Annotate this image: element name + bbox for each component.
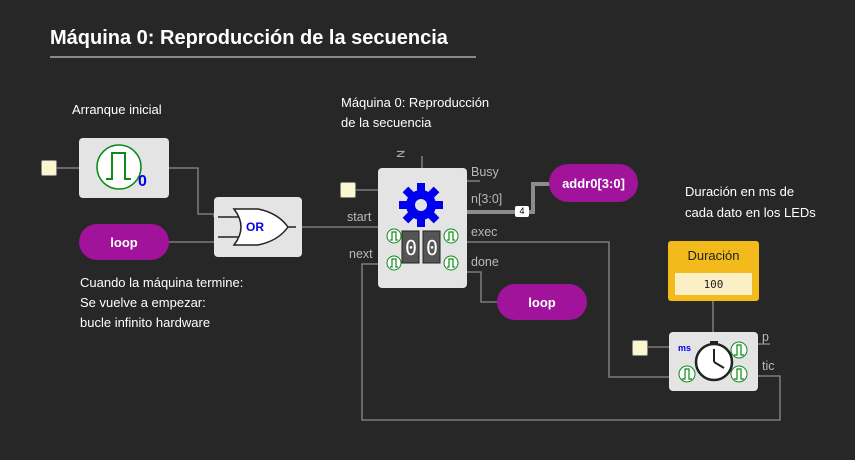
wire-exec-timer [467, 241, 670, 378]
machine-block[interactable]: 0 0 [378, 168, 467, 288]
pin-label-done: done [471, 255, 499, 269]
pin-label-n-top: N [394, 150, 406, 158]
pin-label-next: next [349, 247, 373, 261]
note-duracion-line1: Duración en ms de [685, 184, 795, 199]
wire-bus-addr [467, 182, 551, 214]
pin-label-n-bus: n[3:0] [471, 192, 503, 206]
wire-tic-next [361, 263, 781, 421]
input-pin-ms[interactable] [632, 340, 648, 356]
counter-digit-2: 0 [426, 236, 439, 260]
input-pin-init[interactable] [41, 160, 57, 176]
pin-label-busy: Busy [471, 165, 499, 179]
pin-label-p: p [762, 330, 769, 344]
note-loop-line2: Se vuelve a empezar: [80, 295, 206, 310]
timer-ms-label: ms [678, 343, 692, 353]
machine-icons [386, 183, 459, 271]
note-duracion-line2: cada dato en los LEDs [685, 205, 816, 220]
pin-label-tic: tic [762, 359, 775, 373]
wire-done-loop [467, 271, 500, 303]
title-divider [50, 56, 476, 58]
clock-icon [694, 341, 734, 382]
note-loop-line3: bucle infinito hardware [80, 315, 211, 330]
initial-pulse-block[interactable]: 0 [79, 138, 169, 198]
timer-icons [678, 341, 748, 383]
or-gate-block[interactable]: OR [214, 197, 302, 257]
pulse-value: 0 [138, 173, 147, 190]
duracion-param-title: Duración [687, 248, 740, 263]
note-loop-line1: Cuando la máquina termine: [80, 275, 244, 290]
pulse-icon [96, 144, 142, 190]
bus-width-badge: 4 [515, 206, 529, 217]
loop-label-right[interactable]: loop [497, 284, 587, 320]
duracion-param-block[interactable]: Duración 100 [668, 241, 759, 301]
pin-label-exec: exec [471, 225, 498, 239]
or-gate-icon [218, 208, 296, 246]
pin-label-start: start [347, 210, 372, 224]
or-label: OR [246, 220, 264, 234]
timer-block[interactable]: ms [669, 332, 758, 391]
page-title: Máquina 0: Reproducción de la secuencia [50, 27, 448, 49]
addr-label[interactable]: addr0[3:0] [549, 164, 638, 202]
duracion-param-value[interactable]: 100 [675, 273, 752, 295]
loop-label-left[interactable]: loop [79, 224, 169, 260]
wire-start-pulse [169, 167, 215, 217]
note-arranque: Arranque inicial [72, 102, 162, 117]
note-machine-line2: de la secuencia [341, 115, 432, 130]
input-pin-n[interactable] [340, 182, 356, 198]
counter-digit-1: 0 [405, 236, 418, 260]
gear-icon [399, 183, 443, 227]
note-machine-line1: Máquina 0: Reproducción [341, 95, 490, 110]
